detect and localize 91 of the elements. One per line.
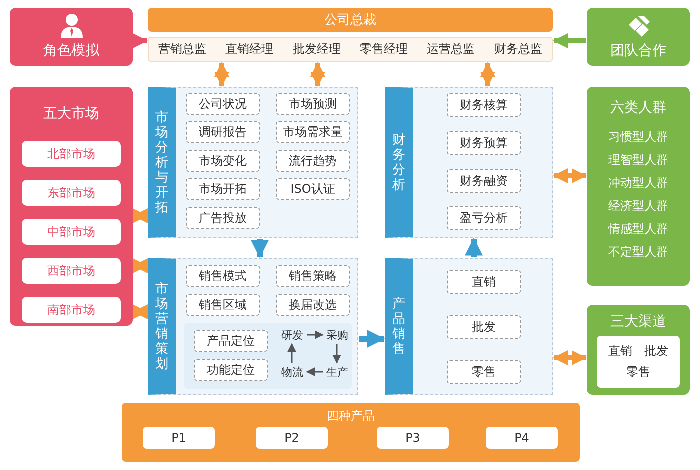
product-box: P3 <box>377 427 449 449</box>
tab-label: 市场营销策划 <box>155 282 169 372</box>
market-box: 南部市场 <box>22 297 121 323</box>
group-label: 情感型人群 <box>608 221 668 238</box>
arrow <box>465 238 483 257</box>
arrow <box>251 239 269 258</box>
tab-label: 产品销售 <box>392 296 406 356</box>
product-box: P2 <box>256 427 328 449</box>
item-box: 市场需求量 <box>276 121 350 143</box>
channel-panel <box>587 305 690 395</box>
channel-label: 零售 <box>626 364 650 381</box>
card-title: 五大市场 <box>42 105 100 123</box>
group-label: 冲动型人群 <box>608 175 668 192</box>
role-label: 批发经理 <box>292 41 341 58</box>
card-title: 六类人群 <box>610 99 666 117</box>
module-panel <box>385 258 553 395</box>
item-box: 市场预测 <box>276 93 350 115</box>
channel-label: 批发 <box>644 343 668 360</box>
item-box: 零售 <box>447 360 521 384</box>
inner-panel <box>184 323 352 389</box>
arrow <box>288 343 296 363</box>
arrow <box>310 62 326 87</box>
group-label: 理智型人群 <box>608 152 668 169</box>
market-box: 东部市场 <box>22 180 121 206</box>
arrow <box>133 258 148 274</box>
arrow <box>480 62 496 87</box>
arrow <box>306 368 323 376</box>
item-box: 财务预算 <box>447 131 521 155</box>
arrow <box>553 350 587 366</box>
cycle-step: 研发 <box>279 327 306 343</box>
role-label: 营销总监 <box>158 41 207 58</box>
item-box: 财务融资 <box>447 169 521 193</box>
cycle-step: 采购 <box>324 327 351 343</box>
arrow <box>553 34 586 48</box>
item-box: 市场变化 <box>186 150 260 172</box>
group-label: 不定型人群 <box>608 244 668 261</box>
product-box: P1 <box>143 427 215 449</box>
item-box: 换届改选 <box>276 294 350 316</box>
role-label: 财务总监 <box>494 41 542 58</box>
item-box: 市场开拓 <box>186 178 260 200</box>
item-box: 流行趋势 <box>276 150 350 172</box>
group-label: 习惯型人群 <box>608 129 668 146</box>
item-box: 功能定位 <box>194 359 268 381</box>
role-row <box>148 37 553 62</box>
market-box: 北部市场 <box>22 141 121 167</box>
market-box: 中部市场 <box>22 219 121 245</box>
role-label: 零售经理 <box>360 41 408 58</box>
group-panel <box>587 87 690 286</box>
item-box: 广告投放 <box>186 207 260 229</box>
role-label: 直销经理 <box>226 41 274 58</box>
item-box: 销售模式 <box>186 265 260 287</box>
item-box: 财务核算 <box>447 93 521 117</box>
card-title: 三大渠道 <box>610 313 668 331</box>
item-box: ISO认证 <box>276 178 350 200</box>
card-title: 四种产品 <box>326 408 376 425</box>
arrow <box>133 208 148 224</box>
item-box: 销售区域 <box>186 294 260 316</box>
arrow <box>133 34 148 48</box>
item-box: 销售策略 <box>276 265 350 287</box>
tab-label: 财务分析 <box>392 132 406 192</box>
market-panel <box>10 87 133 326</box>
cycle-step: 生产 <box>324 364 351 380</box>
module-panel <box>148 87 358 238</box>
arrow <box>553 168 587 184</box>
item-box: 产品定位 <box>194 330 268 352</box>
item-box: 公司状况 <box>186 93 260 115</box>
arrow <box>214 62 230 87</box>
arrow <box>332 344 342 364</box>
module-panel <box>148 258 358 395</box>
product-panel <box>122 403 580 462</box>
cycle-step: 物流 <box>279 364 306 380</box>
role-label: 运营总监 <box>427 41 476 58</box>
item-box: 调研报告 <box>186 121 260 143</box>
arrow <box>133 304 148 320</box>
team-card <box>587 8 690 66</box>
channel-label: 直销 <box>608 343 632 360</box>
market-box: 西部市场 <box>22 258 121 284</box>
item-box: 盈亏分析 <box>447 206 521 230</box>
tab-label: 市场分析与开拓 <box>155 110 169 215</box>
arrow <box>307 330 324 340</box>
item-box: 直销 <box>447 270 521 294</box>
channel-box <box>597 336 680 388</box>
arrow <box>359 330 386 348</box>
card-title: 角色模拟 <box>44 42 100 60</box>
product-box: P4 <box>486 427 558 449</box>
title-bar: 公司总裁 <box>148 8 553 32</box>
group-label: 经济型人群 <box>608 198 668 215</box>
item-box: 批发 <box>447 315 521 339</box>
module-panel <box>385 87 553 238</box>
card-title: 团队合作 <box>610 42 666 60</box>
role-card <box>10 8 133 66</box>
